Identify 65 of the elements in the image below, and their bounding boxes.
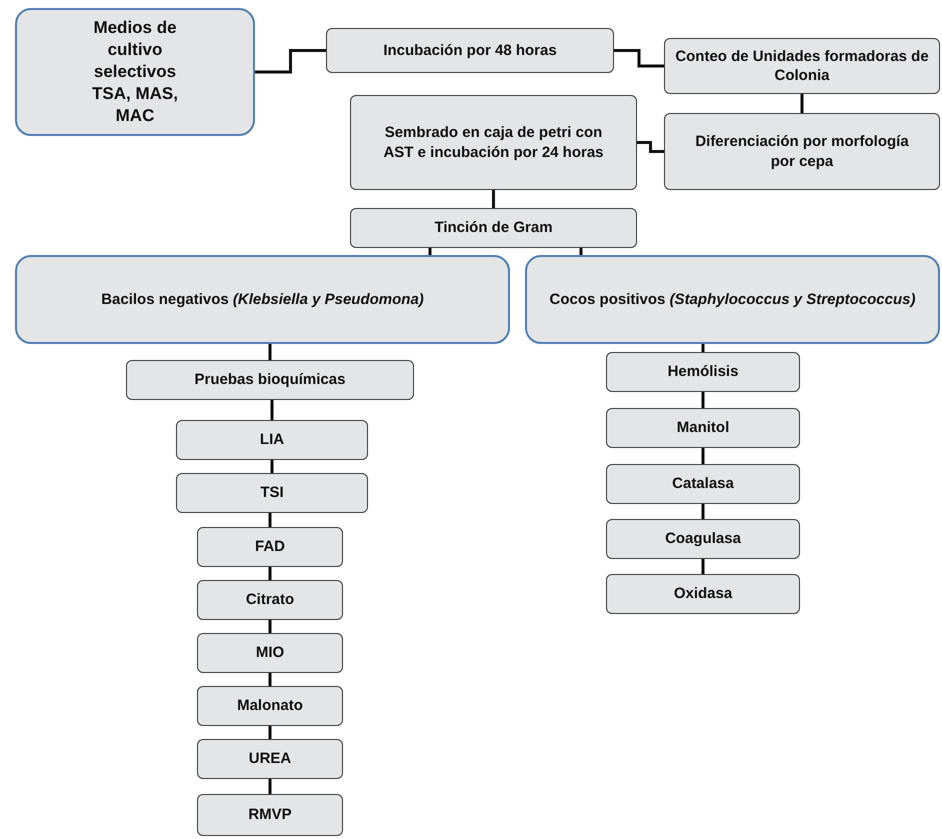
connector-line xyxy=(268,513,272,527)
process-box xyxy=(197,580,343,620)
node-text: Conteo de Unidades formadoras de Colonia xyxy=(674,46,930,86)
process-box xyxy=(197,633,343,673)
connector-line xyxy=(800,94,804,113)
node-text: Hemólisis xyxy=(668,362,738,382)
process-box xyxy=(326,28,614,73)
process-box xyxy=(197,527,343,567)
node-text: Manitol xyxy=(676,418,730,438)
node-text: Pruebas bioquímicas xyxy=(194,370,346,390)
connector-line xyxy=(268,620,272,633)
process-box xyxy=(176,473,368,513)
node-text: LIA xyxy=(260,430,284,450)
group-box xyxy=(525,255,940,344)
connector-line xyxy=(428,248,432,255)
node-text: Medios de cultivo selectivos TSA, MAS, MAC xyxy=(91,16,179,128)
process-box xyxy=(606,574,800,614)
connector-line xyxy=(268,344,272,360)
process-box xyxy=(350,95,637,190)
process-box xyxy=(197,686,343,726)
connector-line xyxy=(270,460,274,473)
process-box xyxy=(606,408,800,448)
connector-line xyxy=(702,448,704,464)
node-text: Incubación por 48 horas xyxy=(383,40,557,60)
process-box xyxy=(126,360,414,400)
group-box xyxy=(15,8,255,136)
process-box xyxy=(664,113,940,190)
process-box xyxy=(606,519,800,559)
node-text: UREA xyxy=(248,749,292,769)
node-text: Catalasa xyxy=(672,474,734,494)
connector-line xyxy=(702,392,704,408)
process-box xyxy=(606,464,800,504)
process-box xyxy=(350,208,637,248)
node-text: FAD xyxy=(255,537,285,557)
node-text: Cocos positivos (Staphylococcus y Streptococcus) xyxy=(550,290,916,310)
node-text: Diferenciación por morfología por cepa xyxy=(694,132,910,171)
connector-line xyxy=(268,726,272,739)
process-box xyxy=(664,38,940,94)
connector-line xyxy=(268,779,272,794)
connector-line xyxy=(492,190,495,208)
connector-line xyxy=(270,400,274,420)
connector-line xyxy=(268,673,272,686)
process-box xyxy=(197,739,343,779)
group-box xyxy=(15,255,510,344)
node-text: TSI xyxy=(260,483,284,503)
connector-line xyxy=(702,559,704,574)
connector-line xyxy=(268,567,272,580)
node-text: Sembrado en caja de petri con AST e incubación por 24 horas xyxy=(382,123,605,162)
node-text: Oxidasa xyxy=(674,584,732,604)
node-text: Citrato xyxy=(246,590,294,610)
process-box xyxy=(606,352,800,392)
process-box xyxy=(197,794,343,836)
connector-line xyxy=(580,248,582,255)
connector-line xyxy=(702,504,704,519)
node-text: Tinción de Gram xyxy=(434,218,553,238)
process-box xyxy=(176,420,368,460)
node-text: Coagulasa xyxy=(665,529,741,549)
connector-line xyxy=(702,344,704,352)
node-text: Bacilos negativos (Klebsiella y Pseudomona) xyxy=(101,290,424,310)
connector-line xyxy=(637,141,664,153)
connector-line xyxy=(614,49,664,68)
node-text: Malonato xyxy=(237,696,303,716)
node-text: MIO xyxy=(256,643,284,663)
node-text: RMVP xyxy=(248,805,292,825)
connector-line xyxy=(255,49,326,74)
